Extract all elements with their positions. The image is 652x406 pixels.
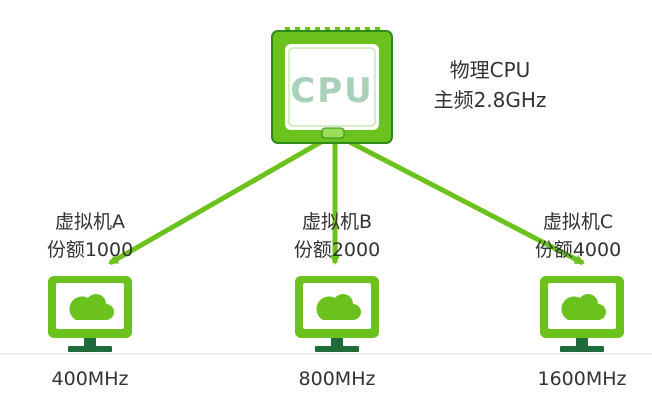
arrow-to-vm-c bbox=[340, 135, 585, 266]
vm-b-caption: 虚拟机B 份额2000 bbox=[257, 208, 417, 264]
vm-a-frequency: 400MHz bbox=[51, 368, 129, 390]
vm-b-share: 份额2000 bbox=[293, 239, 381, 261]
cpu-chip-label: CPU bbox=[290, 71, 373, 111]
vm-a-name: 虚拟机A bbox=[55, 211, 125, 233]
vm-a-caption: 虚拟机A 份额1000 bbox=[10, 208, 170, 264]
cpu-frequency-label: 主频2.8GHz bbox=[433, 88, 547, 112]
vm-c-frequency: 1600MHz bbox=[537, 368, 627, 390]
vm-c-share: 份额4000 bbox=[534, 239, 622, 261]
cpu-chip-icon: CPU bbox=[271, 27, 393, 144]
vm-c-name: 虚拟机C bbox=[542, 211, 614, 233]
vm-c-caption: 虚拟机C 份额4000 bbox=[498, 208, 652, 264]
arrow-to-vm-a bbox=[108, 135, 330, 266]
vm-c-monitor-icon bbox=[540, 276, 624, 352]
vm-a-share: 份额1000 bbox=[46, 239, 134, 261]
cpu-caption: 物理CPU 主频2.8GHz bbox=[420, 55, 560, 115]
vm-b-monitor-icon bbox=[295, 276, 379, 352]
vm-a-monitor-icon bbox=[48, 276, 132, 352]
cpu-name-label: 物理CPU bbox=[449, 58, 531, 82]
vm-b-name: 虚拟机B bbox=[301, 211, 373, 233]
vm-b-frequency: 800MHz bbox=[298, 368, 376, 390]
